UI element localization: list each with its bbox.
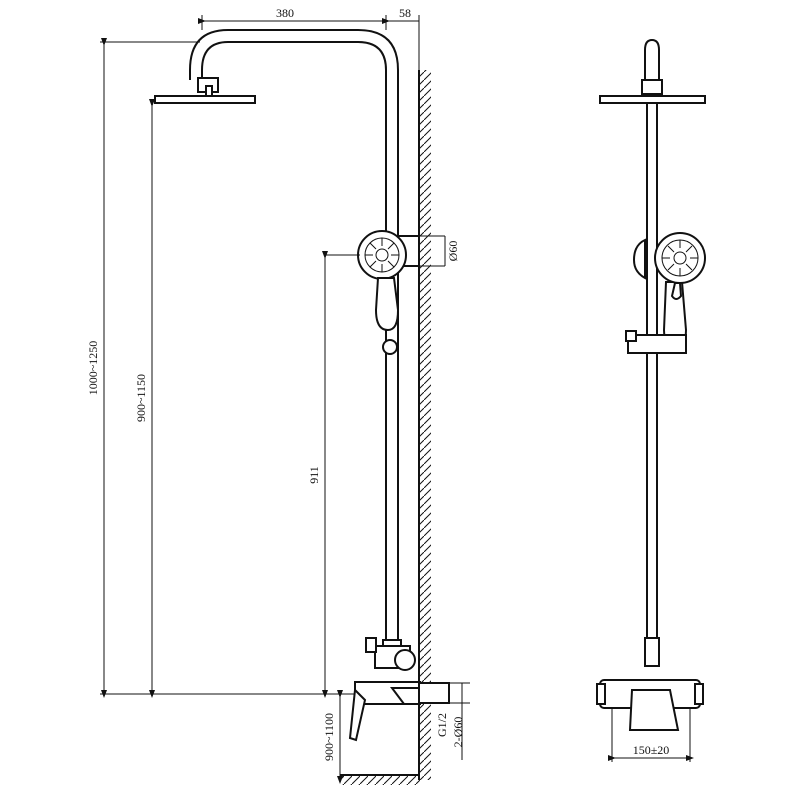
dim-head-height: 900~1150 xyxy=(134,374,148,422)
dim-inlet-diameter: 2-Ø60 xyxy=(451,717,465,748)
front-view: 150±20 xyxy=(596,38,706,762)
mixer-front xyxy=(596,637,704,731)
dim-mixer-height: 900~1100 xyxy=(322,713,336,761)
dimension-lines xyxy=(100,15,470,784)
rain-shower-head xyxy=(154,77,256,104)
hand-shower xyxy=(357,230,407,355)
dim-handshower-height: 911 xyxy=(307,466,321,484)
dim-inlet-spacing-lines xyxy=(608,708,694,762)
overhead-arm xyxy=(189,29,399,80)
top-connector xyxy=(641,38,663,95)
riser-pipe-front xyxy=(646,103,658,640)
slider-bracket xyxy=(625,330,687,354)
dim-thread: G1/2 xyxy=(435,713,449,737)
riser-pipe xyxy=(385,70,399,640)
rain-shower-head-front xyxy=(599,95,706,104)
side-view: 380 58 1000~1250 900~1150 911 900~1100 Ø… xyxy=(86,6,470,785)
dim-inlet-spacing: 150±20 xyxy=(633,743,670,757)
wall xyxy=(340,70,431,785)
dim-arm-length: 380 xyxy=(276,6,294,20)
dim-pipe-diameter: Ø60 xyxy=(446,241,460,262)
dim-total-height: 1000~1250 xyxy=(86,341,100,396)
mixer-valve xyxy=(348,637,450,742)
dim-wall-offset: 58 xyxy=(399,6,411,20)
hand-shower-holder xyxy=(632,232,706,347)
